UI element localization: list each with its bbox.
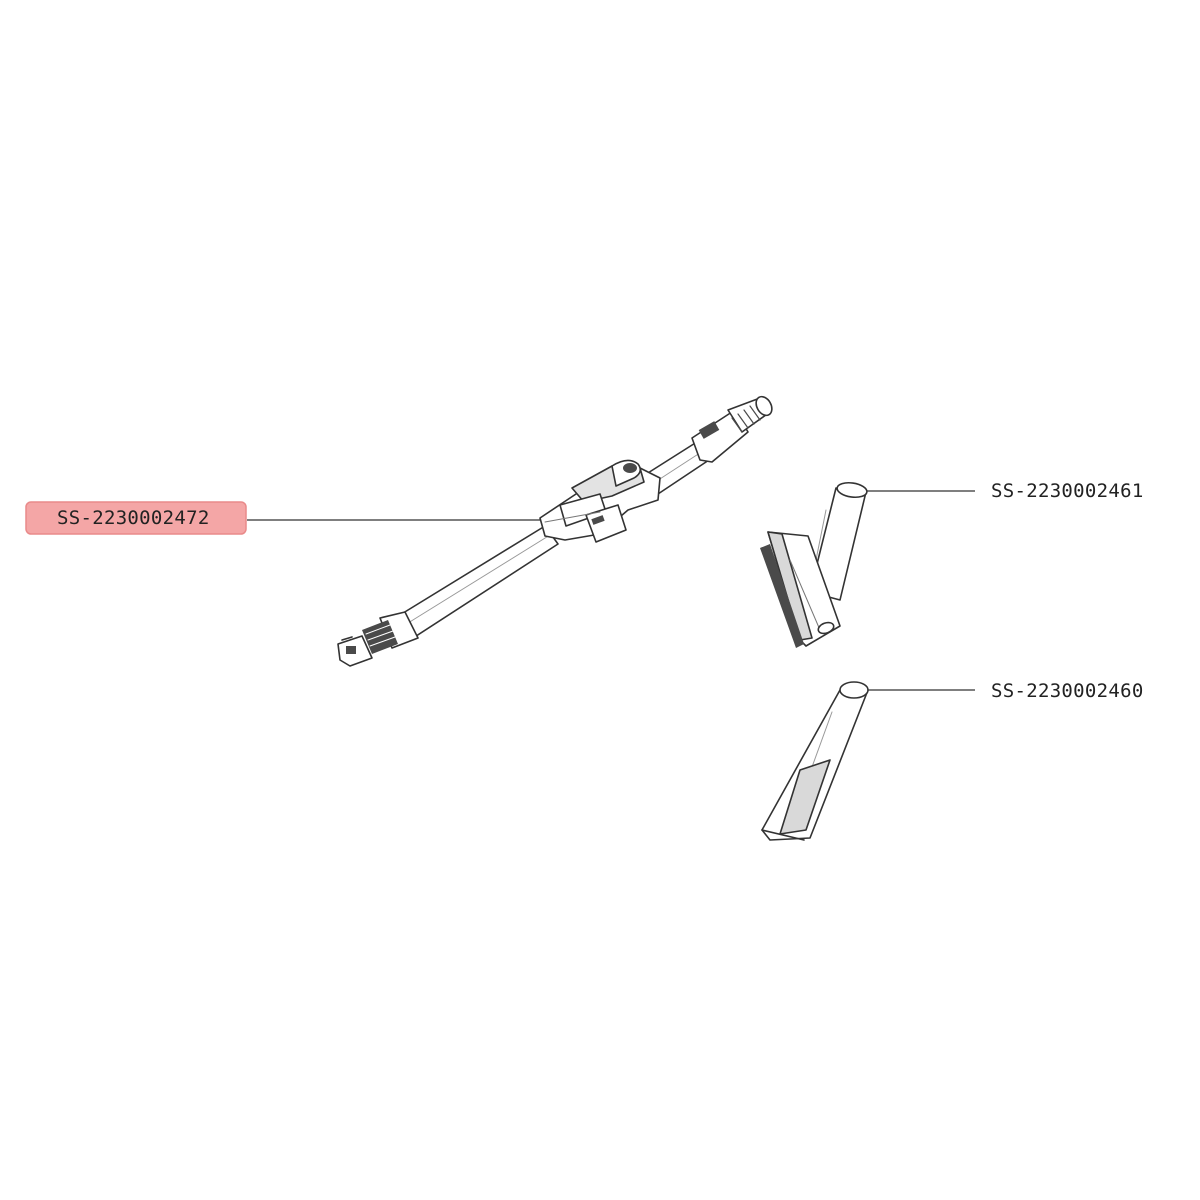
part-label-crevice-tool[interactable]: SS-2230002460 <box>991 680 1144 702</box>
highlight-box <box>25 501 247 535</box>
part-label-wand[interactable]: SS-2230002472 <box>57 507 210 529</box>
wand-illustration <box>337 395 773 667</box>
crevice-tool-illustration <box>761 681 869 841</box>
upholstery-nozzle-illustration <box>760 481 868 648</box>
part-label-upholstery-nozzle[interactable]: SS-2230002461 <box>991 480 1144 502</box>
